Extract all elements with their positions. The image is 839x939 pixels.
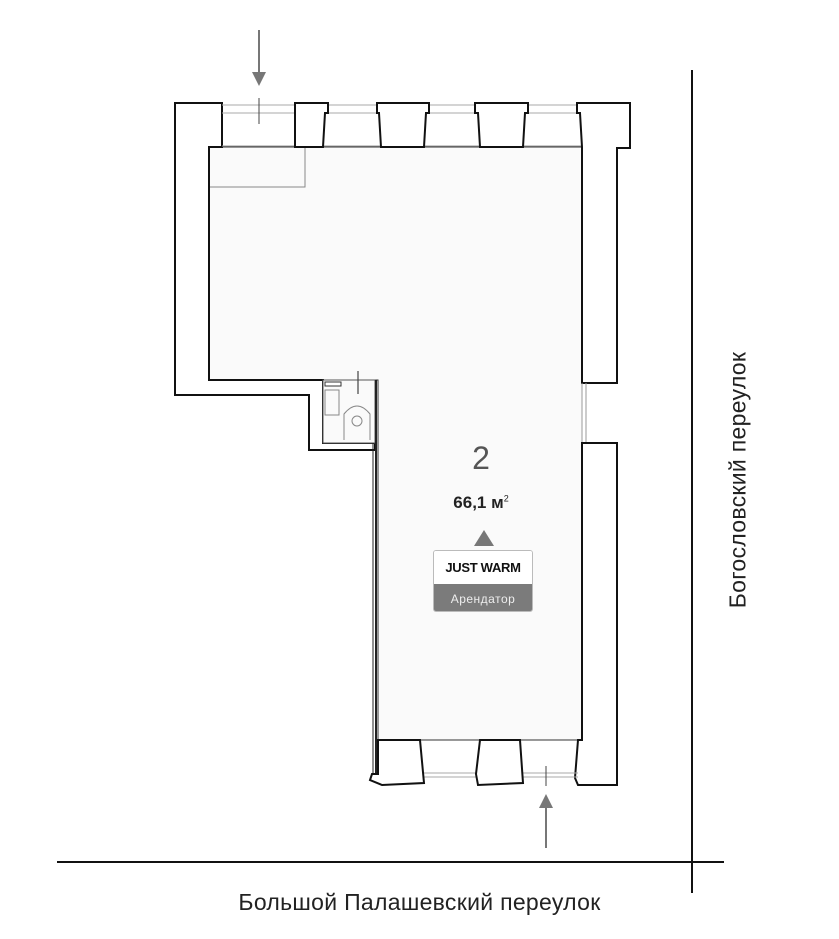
street-label-bottom: Большой Палашевский переулок bbox=[238, 889, 601, 915]
pier bbox=[474, 102, 529, 148]
area-value: 66,1 м bbox=[453, 493, 504, 512]
entrance-arrow-bottom-icon bbox=[539, 794, 553, 848]
tenant-badge[interactable]: JUST WARM Арендатор bbox=[433, 550, 533, 612]
entry-zone-outline bbox=[209, 147, 306, 188]
pier bbox=[368, 739, 426, 787]
unit-number: 2 bbox=[472, 440, 490, 476]
unit-area: 66,1 м2 bbox=[421, 493, 541, 513]
toilet-icon bbox=[343, 405, 371, 440]
tenant-pointer-icon bbox=[474, 530, 494, 546]
sink-icon bbox=[324, 389, 340, 416]
wall-right-upper bbox=[576, 102, 631, 384]
pier bbox=[294, 102, 329, 148]
tenant-role: Арендатор bbox=[434, 584, 532, 611]
area-unit-sup: 2 bbox=[503, 493, 509, 504]
pier bbox=[376, 102, 430, 148]
tenant-brand: JUST WARM bbox=[434, 551, 532, 584]
entrance-arrow-top-icon bbox=[252, 30, 266, 86]
street-label-right: Богословский переулок bbox=[724, 351, 751, 609]
pier bbox=[474, 739, 525, 787]
toilet-room bbox=[322, 371, 376, 444]
wall-right-lower bbox=[573, 442, 618, 786]
